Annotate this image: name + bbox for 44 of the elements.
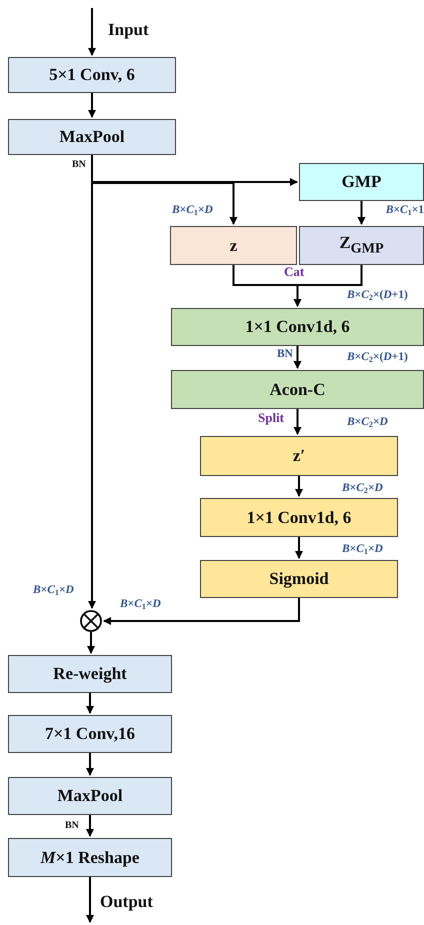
arrow [88, 8, 96, 56]
process-box: 5×1 Conv, 6 [8, 57, 176, 93]
dimension-label: B×C$_{1}$×D [120, 598, 161, 611]
arrow [87, 632, 95, 654]
arrow [103, 598, 300, 625]
process-box: z [170, 226, 297, 265]
process-box: Re-weight [8, 655, 172, 693]
dimension-label: B×C$_{1}$×1 [386, 204, 424, 217]
process-box: GMP [299, 163, 424, 201]
dimension-label: B×C$_{2}$×(D+1) [347, 351, 408, 364]
process-box: z′ [200, 436, 398, 476]
arrow [358, 201, 366, 225]
process-box: M×1 Reshape [8, 838, 172, 877]
arrow [294, 346, 302, 369]
arrow [86, 815, 94, 837]
dimension-label: B×C$_{2}$×(D+1) [347, 289, 408, 302]
process-box: 1×1 Conv1d, 6 [171, 308, 424, 346]
dimension-label: B×C$_{2}$×D [347, 416, 388, 429]
process-box: Sigmoid [200, 560, 398, 598]
edge-label: Cat [284, 264, 304, 280]
process-box: Acon-C [171, 370, 424, 409]
bn-label: BN [65, 820, 79, 831]
process-box: MaxPool [8, 119, 176, 155]
arrow [86, 693, 94, 714]
bn-label: BN [72, 159, 86, 170]
arrow [86, 877, 94, 923]
process-box: 1×1 Conv1d, 6 [200, 498, 398, 537]
arrow [295, 537, 303, 559]
dimension-label: BN [277, 348, 293, 360]
dimension-label: B×C$_{1}$×D [172, 204, 213, 217]
dimension-label: B×C$_{1}$×D [342, 543, 383, 556]
arrow [294, 409, 302, 435]
arrow [294, 265, 362, 307]
process-box: MaxPool [8, 777, 172, 815]
process-box: Z$_{GMP}$ [299, 226, 424, 265]
edge-label: Split [258, 410, 284, 426]
dimension-label: B×C$_{1}$×D [33, 584, 74, 597]
arrow [295, 476, 303, 497]
process-box: 7×1 Conv,16 [8, 715, 172, 753]
arrow [88, 93, 96, 118]
dimension-label: B×C$_{2}$×D [342, 482, 383, 495]
edge-label: Output [100, 892, 153, 912]
edge-label: Input [108, 20, 149, 40]
arrow [86, 753, 94, 776]
